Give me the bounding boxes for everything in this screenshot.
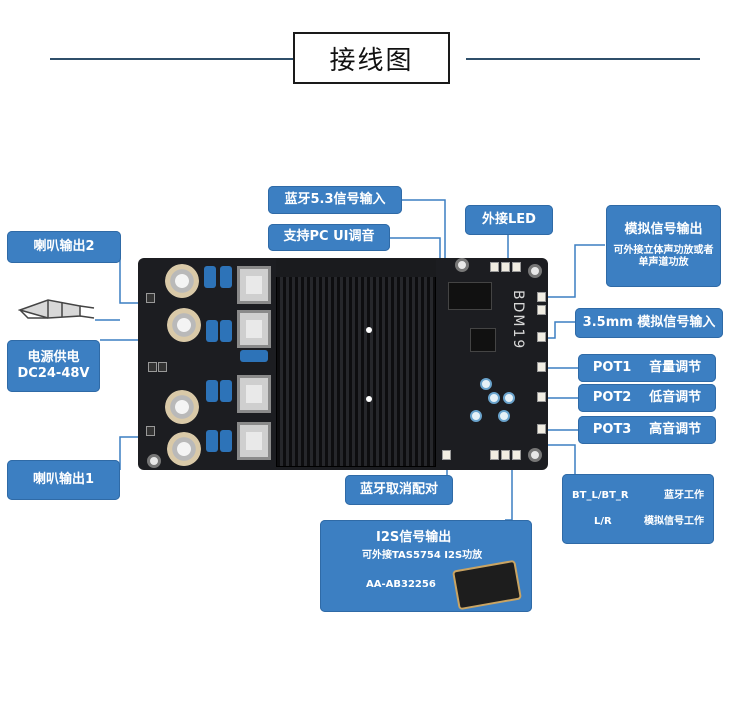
mount-hole-4 <box>528 448 542 462</box>
speaker-terminal-1 <box>146 426 155 436</box>
capacitor-2 <box>167 308 201 342</box>
film-cap-9 <box>240 350 268 362</box>
label-led-status-lr-desc: 模拟信号工作 <box>644 516 704 527</box>
line-analog-out <box>545 244 605 298</box>
film-cap-2 <box>220 266 232 288</box>
pot-5 <box>498 410 510 422</box>
label-speaker-output-2: 喇叭输出2 <box>7 231 121 263</box>
connector-right-1 <box>537 292 546 302</box>
film-cap-6 <box>220 380 232 402</box>
label-i2s-model: AA-AB32256 <box>366 578 436 590</box>
mount-hole-1 <box>455 258 469 272</box>
connector-right-5 <box>537 392 546 402</box>
connector-right-3 <box>537 332 546 342</box>
label-led-status-lr: L/R <box>594 516 612 527</box>
label-pot1: POT1 音量调节 <box>578 354 716 382</box>
connector-right-4 <box>537 362 546 372</box>
connector-bottom-4 <box>512 450 521 460</box>
heatsink-top <box>276 259 436 277</box>
film-cap-8 <box>220 430 232 452</box>
connector-bottom-1 <box>442 450 451 460</box>
label-power-supply: 电源供电 DC24-48V <box>7 340 100 392</box>
label-pot2-name: POT2 <box>592 389 632 405</box>
film-cap-5 <box>206 380 218 402</box>
line-bt <box>400 199 455 263</box>
label-led-status-bt: BT_L/BT_R <box>572 489 629 501</box>
label-analog-output-title: 模拟信号输出 <box>624 222 703 238</box>
label-i2s-title: I2S信号输出 <box>376 530 452 545</box>
connector-bottom-3 <box>501 450 510 460</box>
pot-3 <box>503 392 515 404</box>
label-pot3: POT3 高音调节 <box>578 416 716 444</box>
capacitor-4 <box>167 432 201 466</box>
label-external-led: 外接LED <box>465 205 553 235</box>
pot-4 <box>470 410 482 422</box>
film-cap-7 <box>206 430 218 452</box>
label-analog-output-sub: 可外接立体声功放或者单声道功放 <box>613 244 714 269</box>
label-power-supply-line2: DC24-48V <box>17 366 90 381</box>
mount-hole-3 <box>147 454 161 468</box>
label-bluetooth-unpair: 蓝牙取消配对 <box>345 475 453 505</box>
capacitor-3 <box>165 390 199 424</box>
board-marking: BDM19 <box>510 290 526 351</box>
heatsink-hole-2 <box>366 396 372 402</box>
power-terminal-1 <box>148 362 157 372</box>
speaker-terminal-2 <box>146 293 155 303</box>
inductor-3 <box>237 375 271 413</box>
pot-1 <box>480 378 492 390</box>
header-line-left <box>50 58 293 60</box>
connector-bottom-2 <box>490 450 499 460</box>
label-pot2: POT2 低音调节 <box>578 384 716 412</box>
line-analog-in <box>545 321 575 339</box>
bt-module <box>448 282 492 310</box>
label-i2s-sub: 可外接TAS5754 I2S功放 <box>362 550 483 562</box>
inductor-1 <box>237 266 271 304</box>
dsp-chip <box>470 328 496 352</box>
capacitor-1 <box>165 264 199 298</box>
connector-top-3 <box>512 262 521 272</box>
label-led-status-bt-desc: 蓝牙工作 <box>664 489 704 501</box>
connector-right-2 <box>537 305 546 315</box>
connector-top-1 <box>490 262 499 272</box>
inductor-4 <box>237 422 271 460</box>
label-pot3-desc: 高音调节 <box>649 421 702 437</box>
speaker-plug-icon <box>18 299 95 319</box>
line-spk2 <box>119 248 145 304</box>
mount-hole-2 <box>528 264 542 278</box>
connector-right-6 <box>537 424 546 434</box>
label-led-status: BT_L/BT_R 蓝牙工作 L/R 模拟信号工作 <box>562 474 714 544</box>
connector-top-2 <box>501 262 510 272</box>
page-title: 接线图 <box>293 32 450 84</box>
label-pc-ui-tuning: 支持PC UI调音 <box>268 224 390 251</box>
power-terminal-2 <box>158 362 167 372</box>
label-bluetooth-input: 蓝牙5.3信号输入 <box>268 186 402 214</box>
header-line-right <box>466 58 700 60</box>
inductor-2 <box>237 310 271 348</box>
film-cap-3 <box>206 320 218 342</box>
heatsink <box>276 259 436 467</box>
label-speaker-output-1: 喇叭输出1 <box>7 460 120 500</box>
label-pot1-name: POT1 <box>592 359 632 375</box>
heatsink-hole-1 <box>366 327 372 333</box>
label-analog-output: 模拟信号输出 可外接立体声功放或者单声道功放 <box>606 205 721 287</box>
film-cap-1 <box>204 266 216 288</box>
pot-2 <box>488 392 500 404</box>
label-pot1-desc: 音量调节 <box>649 359 702 375</box>
film-cap-4 <box>220 320 232 342</box>
label-pot2-desc: 低音调节 <box>649 389 702 405</box>
label-power-supply-line1: 电源供电 <box>27 349 80 365</box>
label-pot3-name: POT3 <box>592 421 632 437</box>
label-analog-input: 3.5mm 模拟信号输入 <box>575 308 723 338</box>
